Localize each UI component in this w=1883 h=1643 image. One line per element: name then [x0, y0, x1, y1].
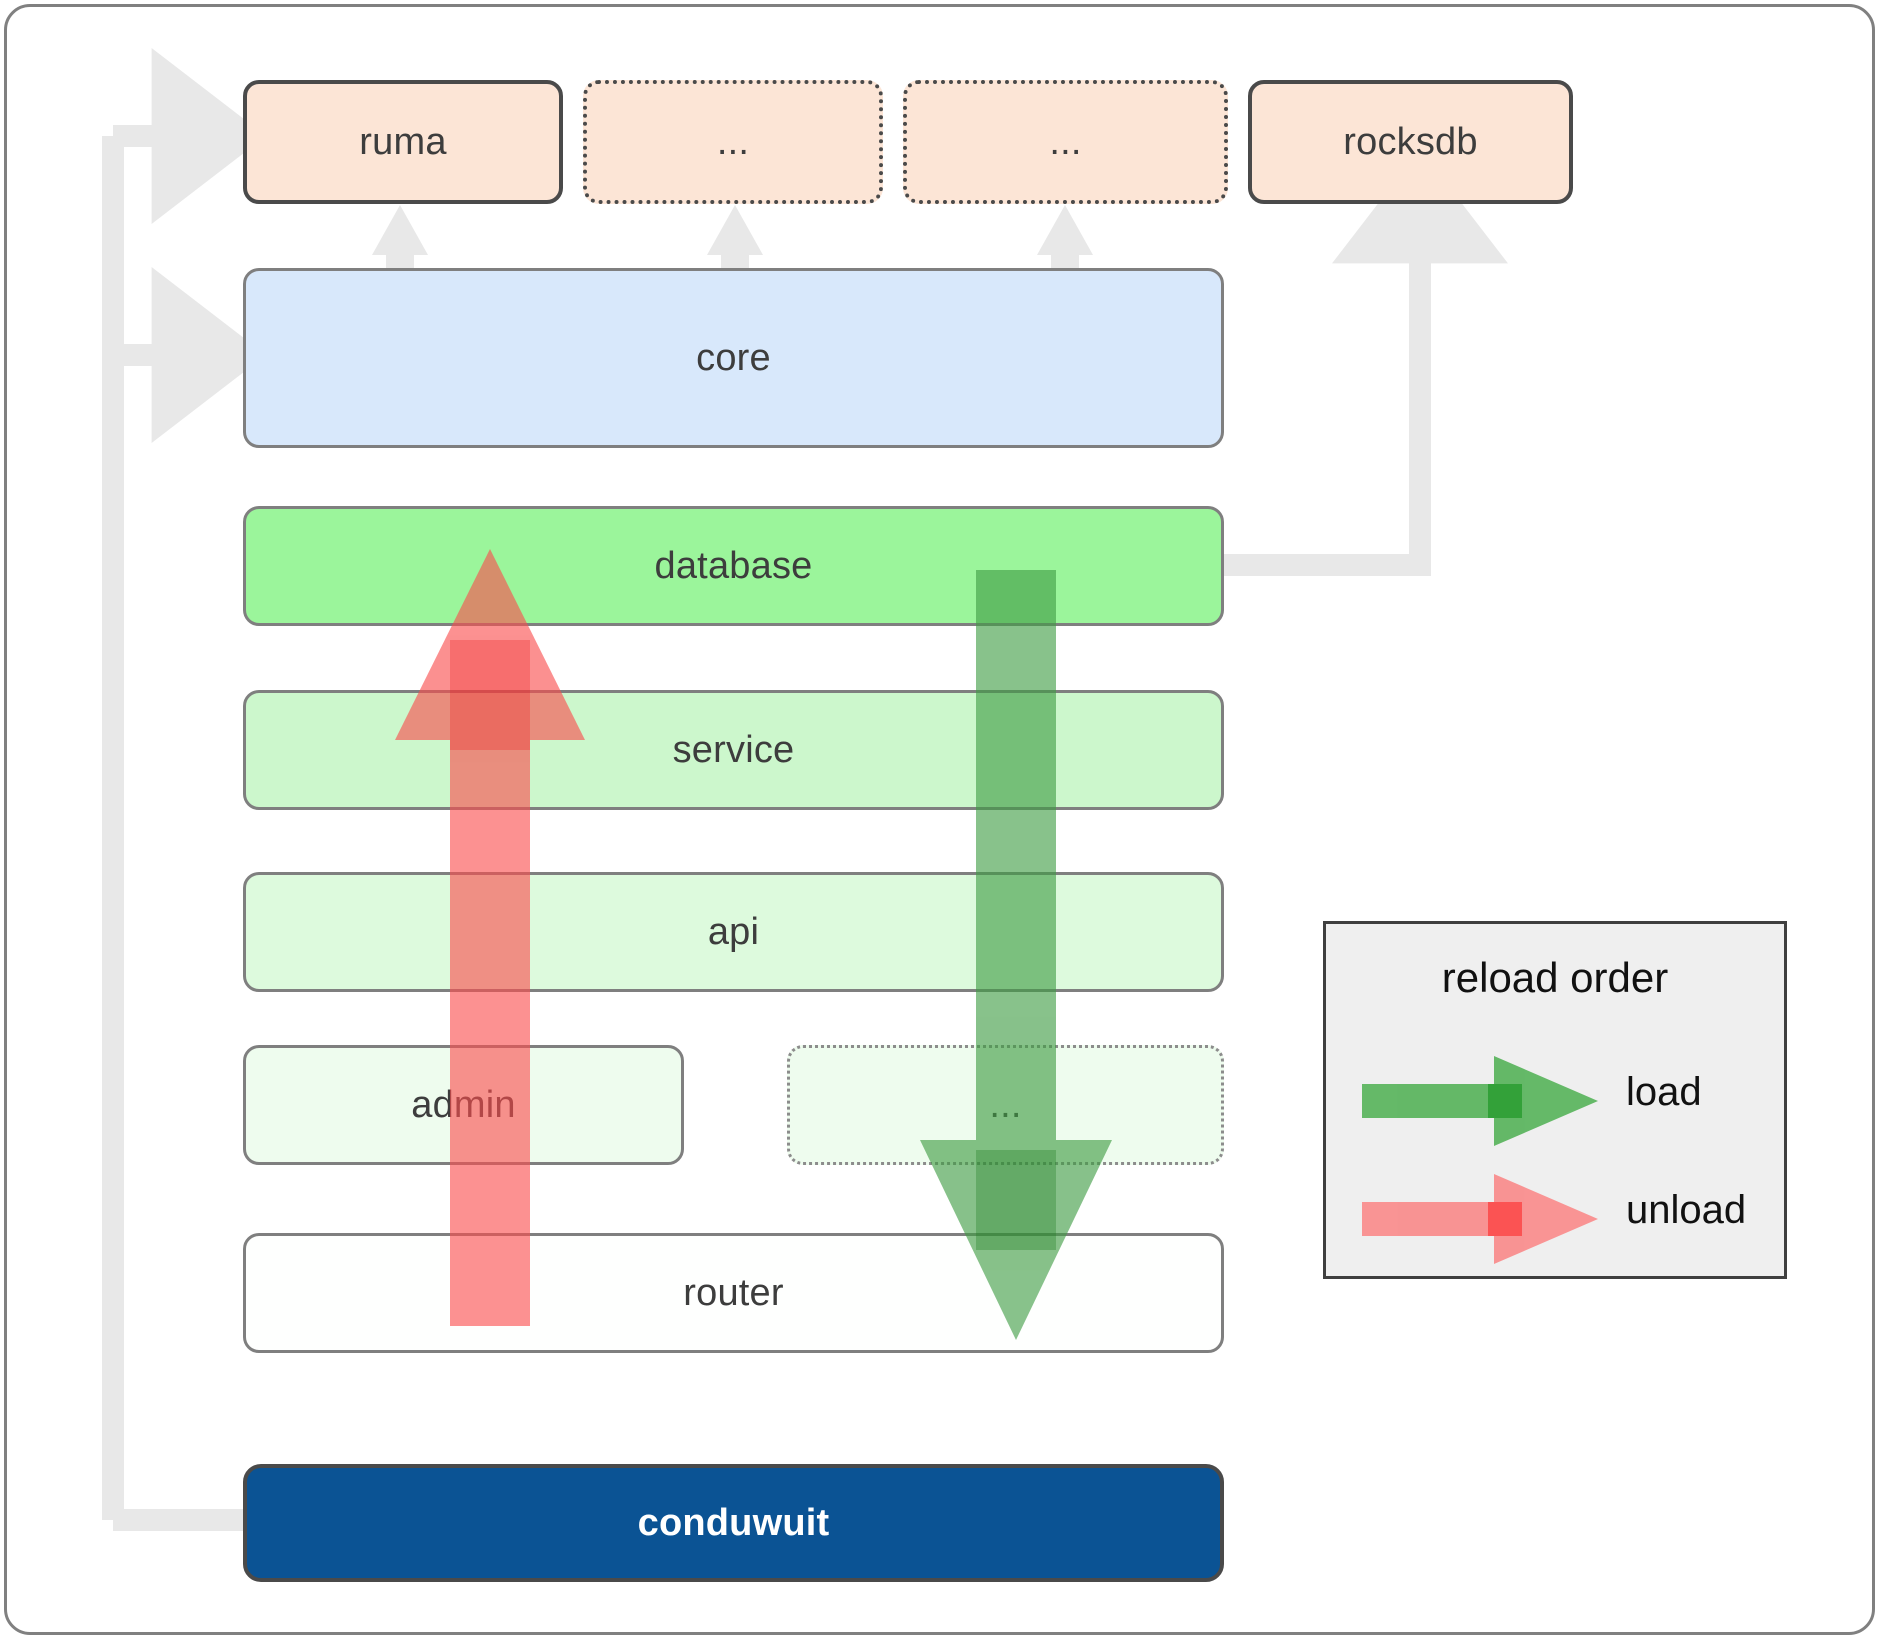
binary-box-conduwuit-label: conduwuit — [637, 1501, 830, 1544]
legend-row-load: load — [1326, 1054, 1784, 1154]
crate-box-router[interactable]: router — [243, 1233, 1224, 1353]
dependency-box-rocksdb[interactable]: rocksdb — [1248, 80, 1573, 204]
dependency-box-ellipsis-2[interactable]: ... — [903, 80, 1228, 204]
crate-box-core[interactable]: core — [243, 268, 1224, 448]
crate-box-admin-label: admin — [411, 1083, 516, 1126]
diagram-frame — [4, 4, 1875, 1635]
dependency-box-ellipsis-1-label: ... — [716, 120, 750, 163]
legend-load-arrow-icon — [1362, 1056, 1598, 1146]
binary-box-conduwuit[interactable]: conduwuit — [243, 1464, 1224, 1582]
legend-unload-arrow-icon — [1362, 1174, 1598, 1264]
legend-row-unload: unload — [1326, 1172, 1784, 1272]
legend-load-label: load — [1626, 1070, 1702, 1114]
dependency-box-rocksdb-label: rocksdb — [1343, 120, 1478, 163]
legend-reload-order: reload order load unload — [1323, 921, 1787, 1279]
crate-box-database-label: database — [654, 544, 813, 587]
dependency-box-ellipsis-1[interactable]: ... — [583, 80, 883, 204]
crate-box-leaf-ellipsis-label: ... — [989, 1083, 1022, 1126]
crate-box-service-label: service — [672, 728, 795, 771]
dependency-box-ruma[interactable]: ruma — [243, 80, 563, 204]
crate-box-api-label: api — [707, 910, 760, 953]
dependency-box-ruma-label: ruma — [359, 120, 447, 163]
crate-box-router-label: router — [683, 1271, 784, 1314]
legend-unload-label: unload — [1626, 1188, 1747, 1232]
crate-box-service[interactable]: service — [243, 690, 1224, 810]
crate-box-database[interactable]: database — [243, 506, 1224, 626]
legend-title: reload order — [1441, 954, 1669, 1001]
crate-box-admin[interactable]: admin — [243, 1045, 684, 1165]
dependency-box-ellipsis-2-label: ... — [1049, 120, 1082, 163]
crate-box-leaf-ellipsis[interactable]: ... — [787, 1045, 1224, 1165]
crate-box-core-label: core — [696, 336, 771, 379]
crate-box-api[interactable]: api — [243, 872, 1224, 992]
